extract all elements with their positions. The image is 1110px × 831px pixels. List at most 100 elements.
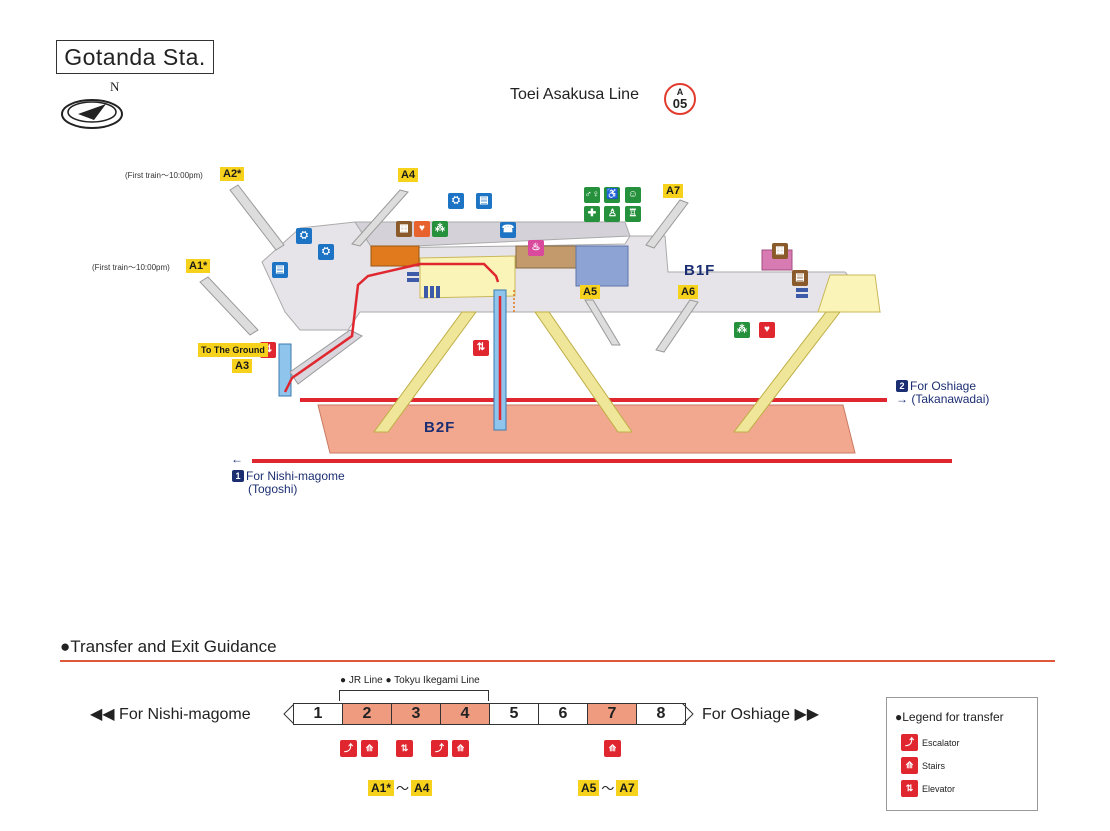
fare-adjustment-icon-2: ⛭ <box>318 244 334 260</box>
direction-oshiage-label: For Oshiage <box>910 379 977 393</box>
exit-a5: A5 <box>580 285 601 299</box>
transfer-bracket <box>339 690 489 701</box>
legend-title: ●Legend for transfer <box>895 710 1004 724</box>
car-8: 8 <box>636 703 686 725</box>
stairs-a6 <box>655 299 699 353</box>
right-direction-label: For Oshiage ▶▶ <box>702 706 820 723</box>
legend-escalator-label: Escalator <box>922 737 960 748</box>
legend-stairs-label: Stairs <box>922 760 946 771</box>
exit-range-1: A1* ～ A4 <box>368 778 433 797</box>
arrow-right-icon: → <box>896 392 912 406</box>
coin-locker-icon-2: ▦ <box>772 243 788 259</box>
transfer-lines-label: ● JR Line ● Tokyu Ikegami Line <box>340 675 480 686</box>
floor-b1f: B1F <box>684 262 716 279</box>
ticket-gate-icon: ▤ <box>792 270 808 286</box>
elevator-icon-b2: ⇅ <box>473 340 489 356</box>
car-4: 4 <box>440 703 490 725</box>
direction-oshiage-number: 2 <box>896 380 908 392</box>
elevator-shaft-a3 <box>278 343 292 397</box>
stairs-a7 <box>645 199 689 249</box>
toilet-icon-group: ♂♀ ♿ ☺ ✚ ♙ ♖ <box>584 184 646 222</box>
paid-area <box>419 255 516 299</box>
floor-b2f: B2F <box>424 419 456 436</box>
stairs-icon-legend: ⟰ <box>901 757 918 774</box>
first-train-note-a1: (First train～10:00pm) <box>92 263 170 272</box>
elevator-icon-legend: ⇅ <box>901 780 918 797</box>
exit-range-2-from: A5 <box>578 779 600 796</box>
escalator-icon: ⤴ <box>340 740 357 757</box>
elevator-icon-2: ⁂ <box>734 322 750 338</box>
legend-elevator-label: Elevator <box>922 783 956 794</box>
phone-icon: ☎ <box>500 222 516 238</box>
car-7: 7 <box>587 703 637 725</box>
toilet-icon: ♂♀ <box>584 187 600 203</box>
exit-range-2-to: A7 <box>616 779 638 796</box>
coin-locker-icon: ▦ <box>396 221 412 237</box>
shop-block <box>370 245 420 267</box>
transfer-icons-cars-2-4: ⤴ ⟰ ⇅ ⤴ ⟰ <box>340 740 469 757</box>
direction-nishimagome-sub: (Togoshi) <box>248 482 298 496</box>
stairs-icon-car-7: ⟰ <box>604 740 621 757</box>
stairs-a1 <box>199 276 259 336</box>
aed-icon: ♥ <box>414 221 430 237</box>
stairs-icon-2: ⟰ <box>452 740 469 757</box>
stairs-a4 <box>351 189 409 247</box>
exit-a3: A3 <box>232 359 253 373</box>
stairs-a5 <box>584 299 621 346</box>
legend-escalator: ⤴ Escalator <box>901 734 960 751</box>
car-3: 3 <box>391 703 441 725</box>
first-train-note-a2: (First train～10:00pm) <box>125 171 203 180</box>
exit-a6: A6 <box>678 285 699 299</box>
brown-block <box>515 245 577 269</box>
exit-range-2-sep: ～ <box>601 781 615 796</box>
exit-range-2: A5 ～ A7 <box>578 778 638 797</box>
ostomate-icon: ✚ <box>584 206 600 222</box>
exit-range-1-sep: ～ <box>396 781 410 796</box>
paid-area-right <box>817 274 881 313</box>
transfer-section-title: ●Transfer and Exit Guidance <box>60 637 277 656</box>
line-badge-letter: A <box>676 87 684 97</box>
direction-nishimagome-label: For Nishi-magome <box>246 469 345 483</box>
car-2: 2 <box>342 703 392 725</box>
section-divider <box>60 660 1055 662</box>
b2f-platform <box>317 404 856 454</box>
baby-icon: ☺ <box>624 187 641 203</box>
station-map <box>199 184 952 463</box>
elevator-icon-transfer: ⇅ <box>396 740 413 757</box>
exit-a7: A7 <box>663 184 684 198</box>
fare-adjustment-icon: ⛭ <box>296 228 312 244</box>
compass-icon <box>60 92 126 137</box>
car-chevron-left <box>283 703 296 725</box>
escalator-icon-2: ⤴ <box>431 740 448 757</box>
left-direction-label: ◀◀ For Nishi-magome <box>90 706 251 723</box>
aed-icon-2: ♥ <box>759 322 775 338</box>
legend-elevator: ⇅ Elevator <box>901 780 955 797</box>
ticket-machine-icon: ▤ <box>272 262 288 278</box>
station-name: Gotanda Sta. <box>56 40 214 74</box>
platform-stairs <box>373 311 842 433</box>
stairs-a2 <box>229 184 285 251</box>
escalator-icon-legend: ⤴ <box>901 734 918 751</box>
line-badge: A 05 <box>664 83 696 115</box>
baby-chair-icon: ♙ <box>604 206 621 222</box>
a3-ramp <box>289 329 363 385</box>
legend-box: ●Legend for transfer ⤴ Escalator ⟰ Stair… <box>886 697 1038 811</box>
exit-range-1-from: A1* <box>368 779 395 796</box>
car-chevron-right <box>681 703 694 725</box>
legend-stairs: ⟰ Stairs <box>901 757 945 774</box>
blue-block <box>575 245 629 287</box>
exit-a1: A1* <box>186 259 211 273</box>
exit-a2: A2* <box>220 167 245 181</box>
ticket-machine-icon-2: ▤ <box>476 193 492 209</box>
car-6: 6 <box>538 703 588 725</box>
elevator-icon: ⁂ <box>432 221 448 237</box>
family-icon: ♖ <box>624 206 641 222</box>
wheelchair-toilet-icon: ♿ <box>604 187 621 203</box>
car-row: 1 2 3 4 5 6 7 8 <box>293 703 686 725</box>
stairs-icon: ⟰ <box>361 740 378 757</box>
nursing-room-icon: ♨ <box>528 240 544 256</box>
exit-a4: A4 <box>398 168 419 182</box>
fare-adjustment-icon-3: ⛭ <box>448 193 464 209</box>
